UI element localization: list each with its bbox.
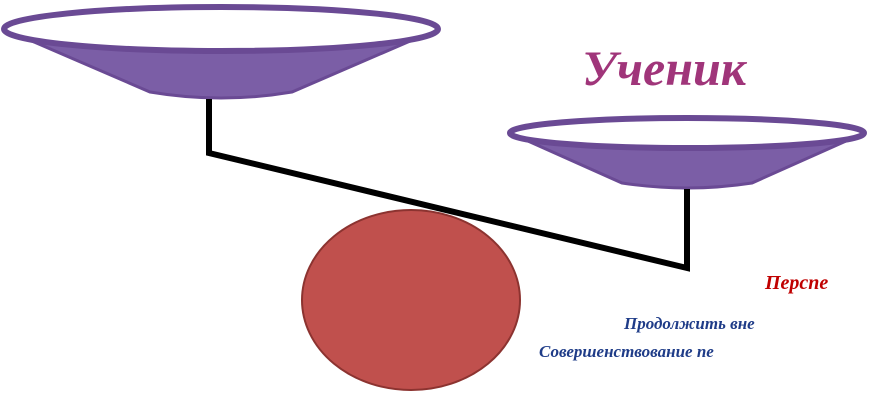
fulcrum-ball xyxy=(302,210,520,390)
left-scale-pan xyxy=(4,7,438,98)
right-scale-pan xyxy=(510,118,864,188)
text-line-1: Продолжить вне xyxy=(624,313,755,335)
perspective-heading: Перспе xyxy=(765,270,828,296)
diagram-title: Ученик xyxy=(582,38,746,98)
text-line-2: Совершенствование пе xyxy=(539,341,714,363)
